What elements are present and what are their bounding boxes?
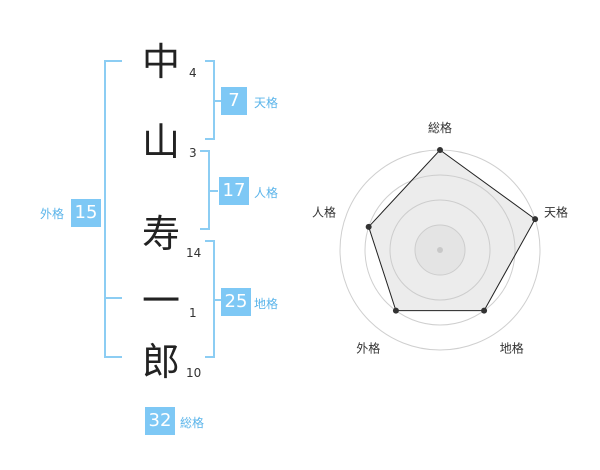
name-char-4: 一	[141, 279, 180, 323]
name-char-5: 郎	[141, 340, 180, 384]
chikaku-label: 地格	[254, 297, 279, 311]
radar-point-3	[392, 307, 399, 314]
name-char-2: 山	[141, 120, 180, 164]
radar-axis-label-3: 外格	[356, 341, 380, 356]
jinkaku-value: 17	[219, 177, 249, 205]
stroke-count-3: 14	[186, 246, 202, 260]
chikaku-value: 25	[221, 288, 251, 316]
tenkaku-bracket-mid	[213, 100, 223, 102]
radar-ring-3	[364, 174, 516, 326]
radar-axis-label-2: 地格	[500, 341, 524, 356]
radar-point-0	[437, 147, 443, 153]
gaikaku-bracket	[104, 60, 106, 358]
stroke-count-1: 4	[189, 66, 197, 80]
chikaku-bracket-mid	[213, 299, 223, 301]
jinkaku-bracket-mid	[208, 190, 218, 192]
radar-axis-label-1: 天格	[544, 204, 568, 219]
chikaku-bracket-top	[205, 240, 215, 242]
tenkaku-bracket-top	[205, 60, 215, 62]
tenkaku-bracket-bottom	[205, 138, 215, 140]
stroke-count-2: 3	[189, 146, 197, 160]
soukaku-value: 32	[145, 407, 175, 435]
tenkaku-label: 天格	[254, 96, 279, 110]
jinkaku-bracket-top	[200, 150, 210, 152]
name-char-1: 中	[141, 40, 180, 84]
radar-axis-label-0: 総格	[428, 120, 452, 135]
chikaku-bracket-bottom	[205, 356, 215, 358]
radar-axis-label-4: 人格	[312, 204, 336, 219]
soukaku-label: 総格	[180, 416, 205, 430]
gaikaku-bracket-top	[104, 60, 122, 62]
radar-point-2	[481, 307, 488, 314]
stroke-count-4: 1	[189, 306, 197, 320]
radar-ring-2	[389, 199, 491, 301]
radar-point-1	[532, 216, 539, 223]
gaikaku-bracket-mid	[104, 297, 122, 299]
gaikaku-value: 15	[71, 199, 101, 227]
jinkaku-bracket-bottom	[200, 228, 210, 230]
radar-center	[437, 247, 443, 253]
stroke-count-5: 10	[186, 366, 202, 380]
name-char-3: 寿	[141, 212, 180, 256]
gaikaku-bracket-bottom	[104, 356, 122, 358]
jinkaku-label: 人格	[254, 186, 279, 200]
radar-point-4	[365, 223, 372, 230]
radar-polygon	[368, 149, 536, 312]
tenkaku-value: 7	[221, 87, 247, 115]
gaikaku-label: 外格	[40, 207, 65, 221]
